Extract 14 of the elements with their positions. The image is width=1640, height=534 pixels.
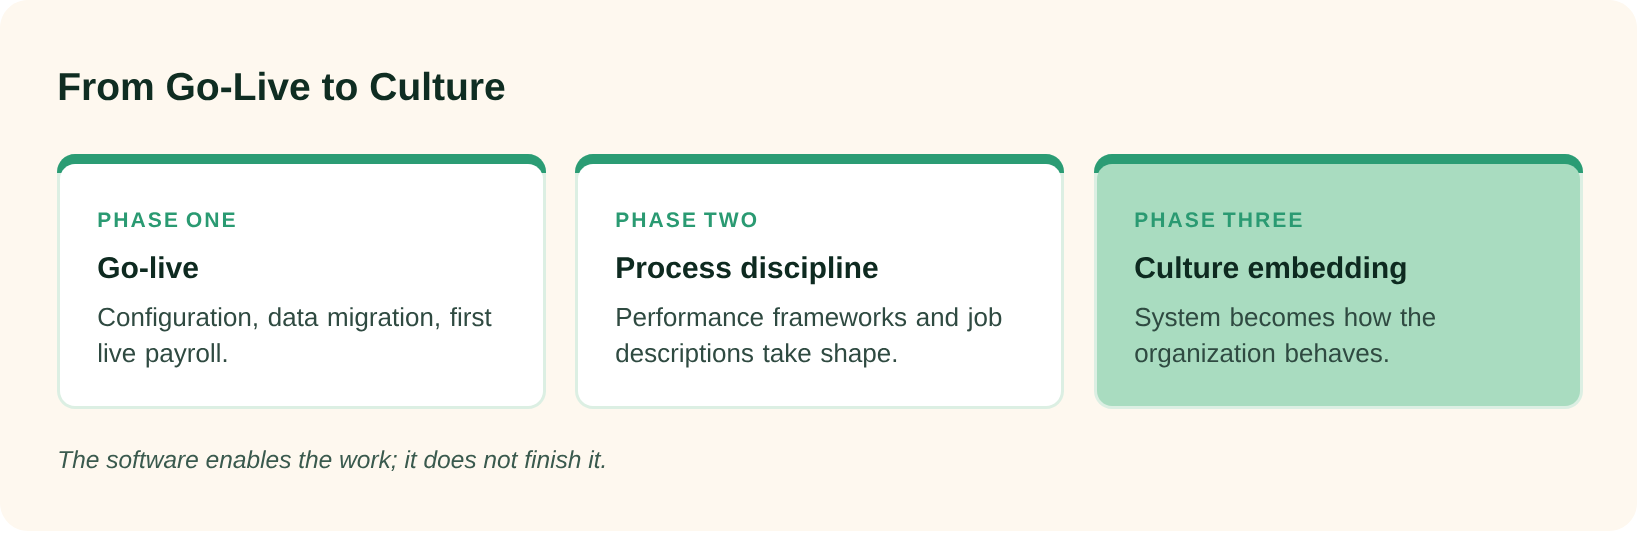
card-heading: Culture embedding bbox=[1135, 256, 1406, 285]
card-heading: Process discipline bbox=[617, 256, 878, 285]
card-description: System becomes how the organization behaves. bbox=[1135, 307, 1435, 368]
card-description: Configuration, data migration, first live payroll. bbox=[98, 307, 492, 368]
phase-card bbox=[575, 154, 1064, 409]
phase-label: PHASE THREE bbox=[1135, 212, 1302, 228]
phase-label: PHASE TWO bbox=[616, 212, 757, 228]
card-description: Performance frameworks and job descriptions take shape. bbox=[616, 307, 1002, 368]
phase-label: PHASE ONE bbox=[98, 212, 235, 228]
caption: The software enables the work; it does not finish it. bbox=[59, 450, 605, 472]
phase-card bbox=[1094, 154, 1583, 409]
phase-card bbox=[57, 154, 546, 409]
title: From Go-Live to Culture bbox=[59, 71, 505, 101]
card-heading: Go-live bbox=[98, 256, 198, 279]
